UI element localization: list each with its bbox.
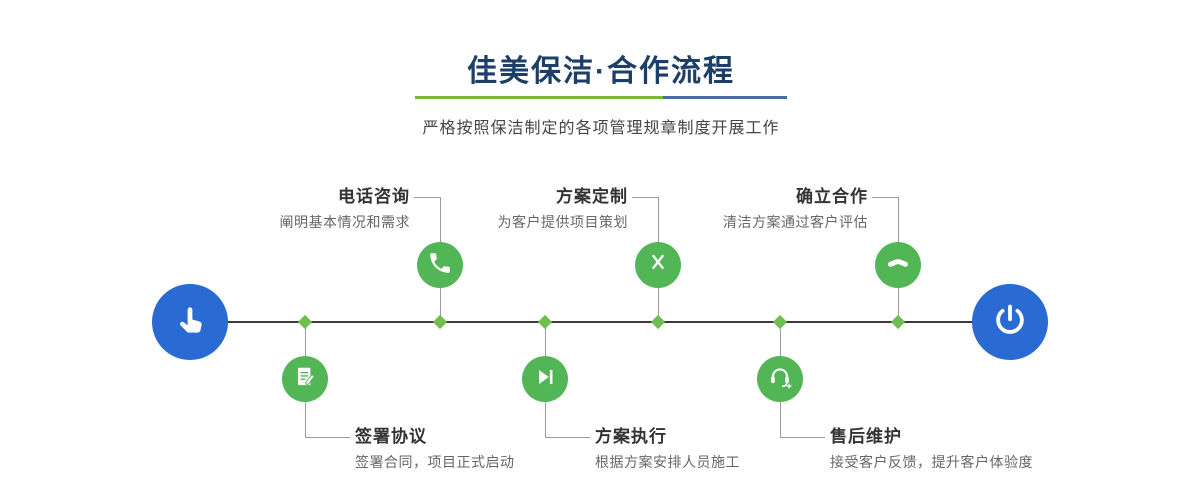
end-node bbox=[972, 284, 1048, 360]
divider-blue-segment bbox=[663, 96, 787, 99]
step-title: 售后维护 bbox=[830, 427, 902, 446]
step-label-execute: 方案执行 根据方案安排人员施工 bbox=[595, 427, 740, 471]
timeline-line bbox=[190, 321, 1010, 323]
connector-line bbox=[658, 197, 659, 243]
step-label-contract: 签署协议 签署合同，项目正式启动 bbox=[355, 427, 515, 471]
step-node-aftersales bbox=[757, 356, 803, 402]
step-label-design: 方案定制 为客户提供项目策划 bbox=[498, 187, 629, 231]
timeline-diamond bbox=[890, 314, 906, 330]
headset-support-icon bbox=[767, 364, 793, 395]
step-desc: 阐明基本情况和需求 bbox=[279, 214, 410, 230]
timeline-diamond bbox=[772, 314, 788, 330]
connector-line bbox=[545, 437, 590, 438]
power-icon bbox=[991, 301, 1029, 344]
step-node-design bbox=[635, 242, 681, 288]
timeline-diamond bbox=[537, 314, 553, 330]
connector-stub bbox=[898, 280, 899, 322]
step-desc: 为客户提供项目策划 bbox=[497, 214, 628, 230]
step-node-cooperation bbox=[875, 242, 921, 288]
contract-sign-icon bbox=[292, 364, 318, 395]
step-desc: 签署合同，项目正式启动 bbox=[355, 454, 515, 470]
step-title: 电话咨询 bbox=[338, 187, 410, 206]
timeline-diamond bbox=[650, 314, 666, 330]
connector-line bbox=[632, 197, 658, 198]
connector-stub bbox=[440, 280, 441, 322]
play-execute-icon bbox=[532, 364, 558, 395]
page-subtitle: 严格按照保洁制定的各项管理规章制度开展工作 bbox=[422, 120, 780, 137]
step-title: 方案定制 bbox=[556, 187, 628, 206]
step-label-aftersales: 售后维护 接受客户反馈，提升客户体验度 bbox=[830, 427, 1033, 471]
connector-line bbox=[440, 197, 441, 243]
handshake-icon bbox=[885, 250, 911, 281]
step-title: 方案执行 bbox=[595, 427, 667, 446]
connector-line bbox=[872, 197, 898, 198]
connector-line bbox=[898, 197, 899, 243]
step-node-contract bbox=[282, 356, 328, 402]
timeline-diamond bbox=[297, 314, 313, 330]
step-node-phone bbox=[417, 242, 463, 288]
connector-line bbox=[414, 197, 440, 198]
divider-green-segment bbox=[415, 96, 663, 99]
connector-line bbox=[305, 437, 350, 438]
step-node-execute bbox=[522, 356, 568, 402]
step-desc: 清洁方案通过客户评估 bbox=[723, 214, 868, 230]
step-label-phone: 电话咨询 阐明基本情况和需求 bbox=[280, 187, 411, 231]
connector-stub bbox=[658, 280, 659, 322]
step-title: 确立合作 bbox=[796, 187, 868, 206]
timeline-diamond bbox=[432, 314, 448, 330]
step-title: 签署协议 bbox=[355, 427, 427, 446]
step-desc: 根据方案安排人员施工 bbox=[595, 454, 740, 470]
phone-icon bbox=[427, 250, 453, 281]
start-node bbox=[152, 284, 228, 360]
step-label-cooperation: 确立合作 清洁方案通过客户评估 bbox=[723, 187, 868, 231]
title-divider bbox=[415, 96, 787, 99]
page-title: 佳美保洁·合作流程 bbox=[467, 55, 735, 88]
connector-line bbox=[780, 437, 825, 438]
hand-pointer-icon bbox=[171, 301, 209, 344]
step-desc: 接受客户反馈，提升客户体验度 bbox=[830, 454, 1033, 470]
design-pencils-icon bbox=[645, 250, 671, 281]
